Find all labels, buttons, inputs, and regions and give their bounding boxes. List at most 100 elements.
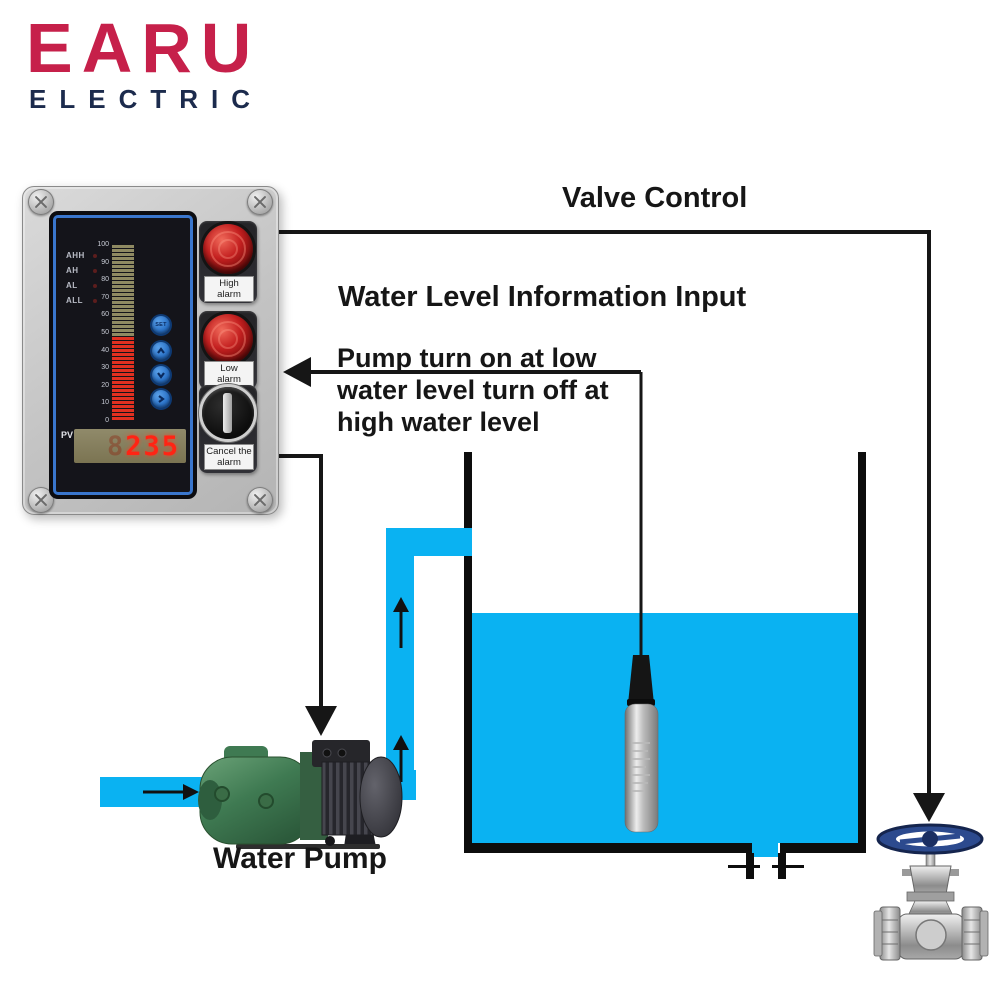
indicator-led	[93, 284, 97, 288]
bargraph-segment	[112, 325, 134, 328]
pv-label: PV	[61, 430, 74, 440]
brand-tagline: ELECTRIC	[29, 84, 263, 114]
bargraph-segment	[112, 297, 134, 300]
screw-icon	[28, 487, 54, 513]
pv-value: 235	[125, 430, 180, 462]
bargraph-segment	[112, 341, 134, 344]
bargraph-segment	[112, 249, 134, 252]
chevron-up-icon	[157, 347, 165, 354]
scale-tick-label: 100	[97, 241, 109, 248]
bargraph-segment	[112, 413, 134, 416]
tank-water	[472, 613, 858, 857]
scale-tick-label: 70	[101, 293, 109, 301]
bargraph-segment	[112, 273, 134, 276]
chevron-right-icon	[158, 395, 165, 403]
scale-tick-label: 80	[101, 276, 109, 284]
bargraph-segment	[112, 253, 134, 256]
indicator-label-al: AL	[66, 281, 78, 290]
bargraph-segment	[112, 317, 134, 320]
water-pump-graphic	[198, 740, 403, 849]
indicator-label-ah: AH	[66, 266, 79, 275]
gate-valve-graphic	[873, 823, 989, 961]
bargraph-segment	[112, 377, 134, 380]
indicator-label-ahh: AHH	[66, 251, 85, 260]
pv-ghost-digit: 8	[106, 430, 124, 462]
screw-icon	[247, 487, 273, 513]
cancel-alarm-knob	[202, 387, 254, 439]
bargraph-segment	[112, 369, 134, 372]
pump-behavior-note: Pump turn on at low water level turn off…	[337, 343, 609, 437]
bargraph-segment	[112, 397, 134, 400]
valve-control-label: Valve Control	[562, 182, 748, 214]
bargraph-segment	[112, 401, 134, 404]
water-tank	[464, 452, 866, 879]
bargraph-segment	[112, 417, 134, 420]
flow-arrows	[143, 597, 409, 800]
indicator-led	[93, 254, 97, 258]
bargraph-segment	[112, 301, 134, 304]
level-sensor-probe	[624, 655, 659, 833]
right-arrow-button	[152, 390, 170, 408]
screw-icon	[28, 189, 54, 215]
scale-tick-label: 10	[101, 399, 109, 407]
bargraph-segment	[112, 389, 134, 392]
bargraph-segment	[112, 393, 134, 396]
bargraph-segment	[112, 365, 134, 368]
water-level-input-label: Water Level Information Input	[338, 281, 747, 313]
water-pump-label: Water Pump	[213, 842, 387, 875]
level-bargraph	[112, 245, 134, 421]
bargraph-segment	[112, 285, 134, 288]
screw-icon	[247, 189, 273, 215]
valve-control-line	[277, 230, 945, 822]
scale-tick-label: 30	[101, 364, 109, 372]
pv-readout: 8 235	[74, 429, 186, 463]
high-alarm-label: High alarm	[204, 276, 254, 302]
bargraph-segment	[112, 245, 134, 248]
cancel-alarm-label: Cancel the alarm	[204, 444, 254, 470]
down-arrow-button	[152, 366, 170, 384]
scale-tick-label: 20	[101, 381, 109, 389]
up-arrow-button	[152, 342, 170, 360]
bargraph-segment	[112, 309, 134, 312]
scale-tick-label: 60	[101, 311, 109, 319]
indicator-led	[93, 299, 97, 303]
bargraph-segment	[112, 329, 134, 332]
high-alarm-lamp	[203, 224, 253, 274]
bargraph-segment	[112, 265, 134, 268]
pump-control-line	[277, 454, 337, 736]
low-alarm-lamp	[203, 314, 253, 364]
bargraph-segment	[112, 353, 134, 356]
bargraph-segment	[112, 305, 134, 308]
scale-tick-label: 50	[101, 329, 109, 336]
bargraph-segment	[112, 373, 134, 376]
scale-tick-label: 40	[101, 346, 109, 354]
indicator-label-all: ALL	[66, 296, 84, 305]
bargraph-segment	[112, 405, 134, 408]
scale-tick-label: 0	[105, 417, 109, 424]
bargraph-segment	[112, 385, 134, 388]
bargraph-segment	[112, 281, 134, 284]
bargraph-segment	[112, 277, 134, 280]
bargraph-segment	[112, 357, 134, 360]
low-alarm-label: Low alarm	[204, 361, 254, 387]
water-level-input-line	[283, 357, 643, 658]
bargraph-segment	[112, 333, 134, 336]
bargraph-segment	[112, 293, 134, 296]
bargraph-segment	[112, 261, 134, 264]
chevron-down-icon	[157, 372, 165, 379]
bargraph-segment	[112, 345, 134, 348]
bargraph-segment	[112, 349, 134, 352]
set-button: SET	[152, 316, 170, 334]
bargraph-segment	[112, 289, 134, 292]
bargraph-segment	[112, 313, 134, 316]
brand-name: EARU	[26, 9, 261, 87]
bargraph-segment	[112, 337, 134, 340]
indicator-led	[93, 269, 97, 273]
scale-tick-label: 90	[101, 258, 109, 266]
bargraph-segment	[112, 257, 134, 260]
bargraph-segment	[112, 361, 134, 364]
